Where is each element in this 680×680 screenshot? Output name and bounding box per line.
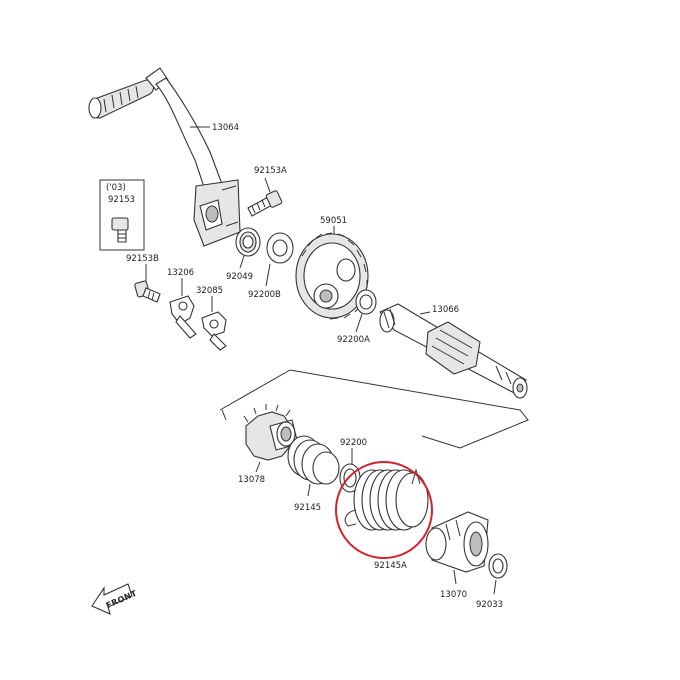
- label-oil-seal: 92049: [226, 272, 253, 282]
- label-ratchet-gear: 59051: [320, 216, 347, 226]
- label-washer-b: 92200B: [248, 290, 281, 300]
- label-kick-shaft: 13066: [432, 305, 459, 315]
- assembly-frame-top: [219, 369, 529, 449]
- label-spring-a: 92145A: [374, 561, 407, 571]
- label-spring-guide: 13070: [440, 590, 467, 600]
- ratchet-gear[interactable]: [295, 232, 369, 320]
- front-arrow: FRONT: [91, 583, 139, 615]
- spring-guide[interactable]: [425, 511, 489, 573]
- ratchet[interactable]: [243, 404, 299, 461]
- leader-bolt-a: [264, 177, 271, 193]
- bolt-a[interactable]: [247, 190, 283, 217]
- label-bolt-a: 92153A: [254, 166, 287, 176]
- label-washer-a: 92200A: [337, 335, 370, 345]
- leader-oil-seal: [239, 255, 245, 269]
- label-circlip: 92033: [476, 600, 503, 610]
- assembly-frame-left: [221, 409, 227, 421]
- label-spring: 92145: [294, 503, 321, 513]
- leader-kick-shaft: [419, 311, 431, 315]
- oil-seal[interactable]: [235, 227, 261, 257]
- label-kick-pedal: 13064: [212, 123, 239, 133]
- spring-a[interactable]: [344, 468, 429, 531]
- label-bolt-b: 92153B: [126, 254, 159, 264]
- washer-b[interactable]: [266, 232, 294, 264]
- label-washer-c: 92200: [340, 438, 367, 448]
- leader-ratchet: [255, 461, 261, 473]
- leader-circlip: [493, 579, 497, 595]
- kick-shaft[interactable]: [379, 303, 528, 399]
- pin[interactable]: [201, 311, 227, 351]
- leader-spring: [307, 483, 311, 497]
- plate[interactable]: [169, 295, 197, 339]
- bolt-b[interactable]: [134, 280, 161, 303]
- label-bolt: 92153: [108, 195, 135, 205]
- leader-washer-a: [355, 313, 363, 333]
- washer-a[interactable]: [355, 289, 377, 315]
- label-pin: 32085: [196, 286, 223, 296]
- leader-washer-b: [265, 263, 271, 287]
- leader-spring-guide: [453, 569, 457, 585]
- label-plate: 13206: [167, 268, 194, 278]
- highlight-circle: [335, 461, 433, 559]
- year-note-box: [99, 179, 145, 251]
- label-ratchet: 13078: [238, 475, 265, 485]
- kick-pedal[interactable]: [88, 67, 241, 247]
- bolt-03[interactable]: [111, 217, 129, 243]
- spring[interactable]: [287, 435, 340, 485]
- circlip[interactable]: [488, 553, 508, 579]
- label-year-note: ('03): [106, 183, 126, 193]
